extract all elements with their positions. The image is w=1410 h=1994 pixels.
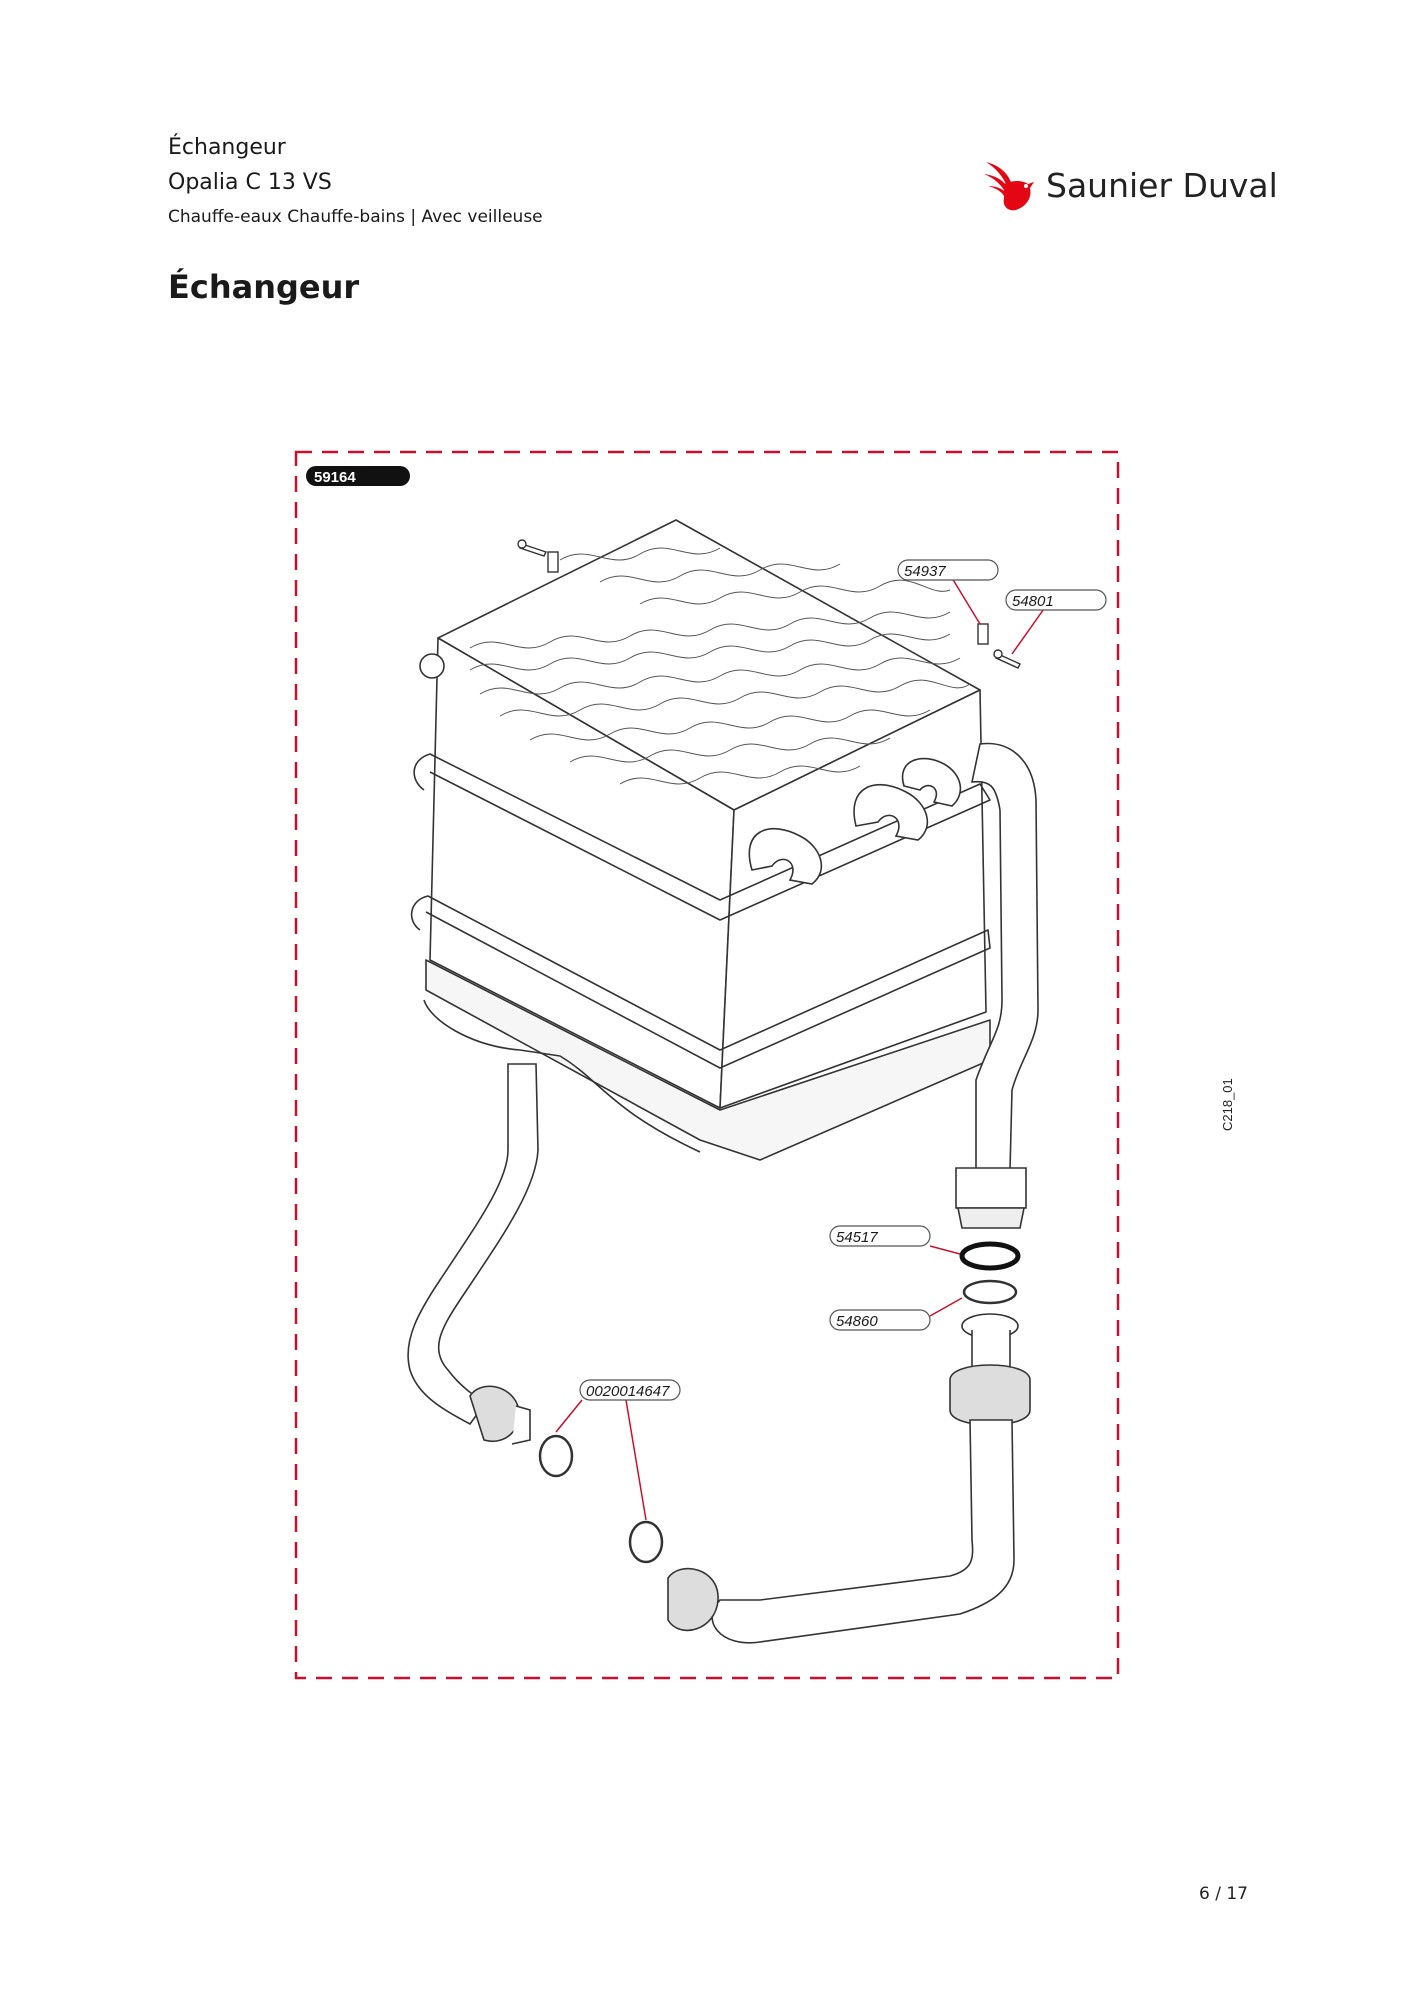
brand-name: Saunier Duval bbox=[1046, 166, 1278, 205]
page-number: 6 / 17 bbox=[1199, 1884, 1248, 1904]
callout-54517: 54517 bbox=[829, 1225, 931, 1247]
heat-exchanger-drawing bbox=[410, 519, 991, 1161]
svg-text:54860: 54860 bbox=[836, 1313, 878, 1330]
callout-0020014647: 0020014647 bbox=[579, 1379, 681, 1401]
heat-exchanger-fins bbox=[469, 547, 971, 785]
right-water-pipe bbox=[628, 742, 1039, 1644]
diagram-frame bbox=[294, 450, 1120, 1680]
left-water-pipe bbox=[407, 1063, 574, 1478]
tube-bends bbox=[419, 653, 962, 885]
svg-text:C218_01: C218_01 bbox=[1220, 1078, 1235, 1131]
callout-54937: 54937 bbox=[897, 559, 999, 581]
header-category: Chauffe-eaux Chauffe-bains | Avec veille… bbox=[168, 207, 543, 227]
page-title: Échangeur bbox=[168, 268, 360, 306]
callout-54860: 54860 bbox=[829, 1309, 931, 1331]
drawing-code: C218_01 bbox=[1220, 1078, 1235, 1131]
bird-logo-icon bbox=[984, 162, 1034, 211]
header-section: Échangeur bbox=[168, 135, 286, 160]
svg-text:54801: 54801 bbox=[1012, 593, 1054, 610]
screw-and-clip-parts bbox=[517, 539, 1021, 669]
assembly-ref-badge: 59164 bbox=[306, 466, 410, 486]
svg-text:54517: 54517 bbox=[836, 1229, 878, 1246]
svg-text:0020014647: 0020014647 bbox=[586, 1383, 670, 1400]
header-model: Opalia C 13 VS bbox=[168, 170, 332, 195]
brand-logo: Saunier Duval bbox=[982, 158, 1278, 214]
assembly-ref-label: 59164 bbox=[314, 469, 356, 486]
callout-leader-lines bbox=[555, 577, 1047, 1521]
svg-text:54937: 54937 bbox=[904, 563, 946, 580]
callout-54801: 54801 bbox=[1005, 589, 1107, 611]
